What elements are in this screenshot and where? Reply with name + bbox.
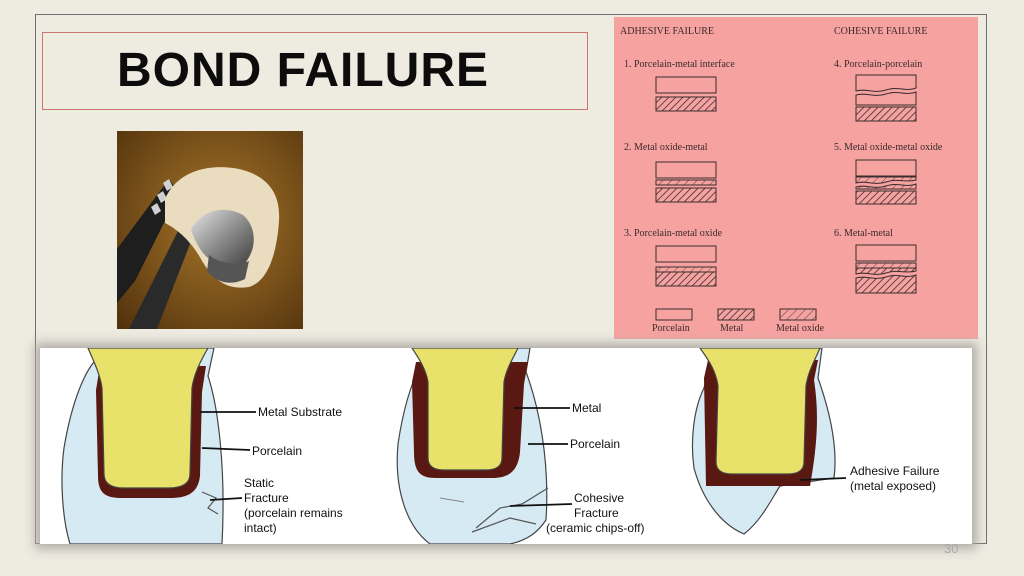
label-cohesive: Cohesive <box>574 491 624 505</box>
label-intact: intact) <box>244 521 277 535</box>
title-box: BOND FAILURE <box>42 32 588 110</box>
cohesive-diagram-5 <box>855 159 917 205</box>
legend-porcelain: Porcelain <box>652 323 690 334</box>
adhesive-item-1: 1. Porcelain-metal interface <box>624 59 735 70</box>
legend-metal: Metal <box>720 323 744 334</box>
label-metal-substrate: Metal Substrate <box>258 405 342 419</box>
label-adhesive-failure: Adhesive Failure <box>850 464 940 478</box>
label-porcelain-remains: (porcelain remains <box>244 506 343 520</box>
label-fracture-middle: Fracture <box>574 506 619 520</box>
crown-adhesive-failure <box>691 348 836 535</box>
legend-metal-oxide: Metal oxide <box>776 323 825 334</box>
cohesive-item-6: 6. Metal-metal <box>834 228 893 239</box>
cohesive-heading: COHESIVE FAILURE <box>834 26 927 37</box>
adhesive-diagram-2 <box>655 161 717 203</box>
cohesive-item-4: 4. Porcelain-porcelain <box>834 59 922 70</box>
adhesive-heading: ADHESIVE FAILURE <box>620 26 714 37</box>
cohesive-diagram-6 <box>855 244 917 294</box>
label-metal-middle: Metal <box>572 401 601 415</box>
legend-swatches <box>655 308 817 321</box>
label-porcelain-middle: Porcelain <box>570 437 620 451</box>
crown-static-fracture <box>61 348 224 544</box>
crown-failure-diagrams: Metal Substrate Porcelain Static Fractur… <box>40 348 972 544</box>
adhesive-diagram-3 <box>655 245 717 287</box>
right-leader-line <box>799 477 847 481</box>
adhesive-diagram-1 <box>655 76 717 112</box>
slide-title: BOND FAILURE <box>117 44 489 97</box>
label-porcelain-left: Porcelain <box>252 444 302 458</box>
left-leader-lines <box>200 411 256 501</box>
middle-leader-lines <box>509 407 573 507</box>
cohesive-item-5: 5. Metal oxide-metal oxide <box>834 142 943 153</box>
bond-failure-classification-panel: ADHESIVE FAILURE COHESIVE FAILURE 1. Por… <box>614 17 978 339</box>
fractured-crown-photo <box>117 131 303 329</box>
label-fracture-left: Fracture <box>244 491 289 505</box>
page-number: 30 <box>944 541 959 556</box>
adhesive-item-3: 3. Porcelain-metal oxide <box>624 228 723 239</box>
adhesive-item-2: 2. Metal oxide-metal <box>624 142 708 153</box>
label-static: Static <box>244 476 274 490</box>
label-metal-exposed: (metal exposed) <box>850 479 936 493</box>
label-ceramic-chips: (ceramic chips-off) <box>546 521 644 535</box>
cohesive-diagram-4 <box>855 74 917 122</box>
crown-cohesive-fracture <box>396 348 549 544</box>
